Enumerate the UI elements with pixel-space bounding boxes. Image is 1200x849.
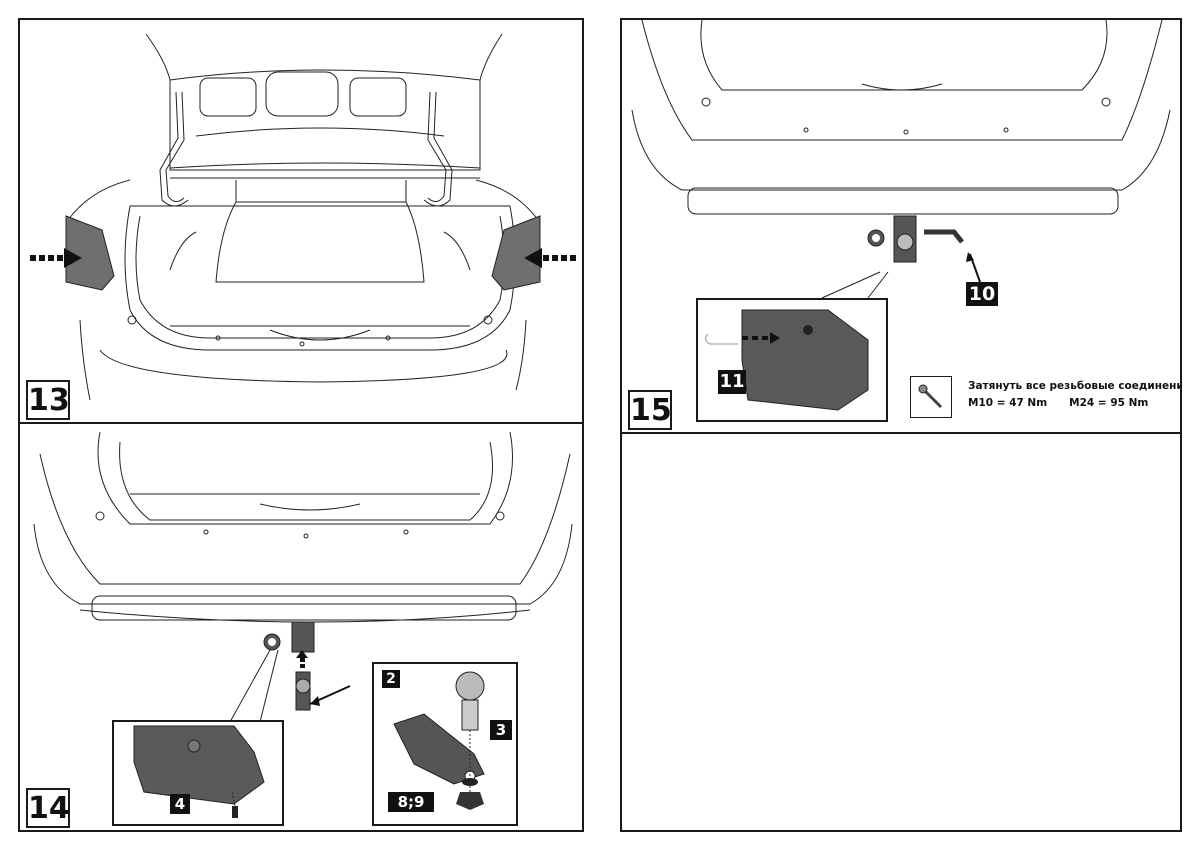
step-15-pin-inset: 11 — [696, 298, 888, 422]
step-number-15: 15 — [628, 390, 672, 430]
callout-4: 4 — [170, 794, 190, 814]
torque-note-title: Затянуть все резьбовые соединения — [968, 380, 1182, 392]
step-14-parts-inset: 2 3 8;9 — [372, 662, 518, 826]
bracket-detail-illustration — [133, 725, 265, 818]
torque-values: M10 = 47 Nm M24 = 95 Nm — [968, 395, 1180, 412]
car-rear-hitch-installed-illustration — [631, 20, 1171, 299]
empty-panel — [620, 432, 1182, 832]
callout-2: 2 — [382, 670, 400, 688]
callout-11: 11 — [718, 370, 746, 394]
torque-wrench-icon — [918, 384, 943, 409]
torque-note: Затянуть все резьбовые соединения M10 = … — [968, 378, 1182, 412]
ball-mount-parts-illustration — [393, 671, 485, 810]
car-rear-bumper-illustration — [33, 431, 573, 723]
torque-m24: M24 = 95 Nm — [1069, 397, 1149, 409]
step-14-panel: 4 2 3 8;9 14 — [18, 422, 584, 832]
step-15-panel: 10 11 Затянуть все резьбовые соединения … — [620, 18, 1182, 434]
locking-pin-detail-illustration — [704, 309, 869, 411]
torque-m10: M10 = 47 Nm — [968, 397, 1048, 409]
callout-3: 3 — [490, 720, 512, 740]
torque-wrench-box — [910, 376, 952, 418]
step-number-14: 14 — [26, 788, 70, 828]
callout-8-9: 8;9 — [388, 792, 434, 812]
car-trunk-open-illustration — [30, 33, 576, 401]
callout-10: 10 — [966, 282, 998, 306]
step-number-13: 13 — [26, 380, 70, 420]
step-13-panel: 13 — [18, 18, 584, 424]
step-14-bolt-inset: 4 — [112, 720, 284, 826]
